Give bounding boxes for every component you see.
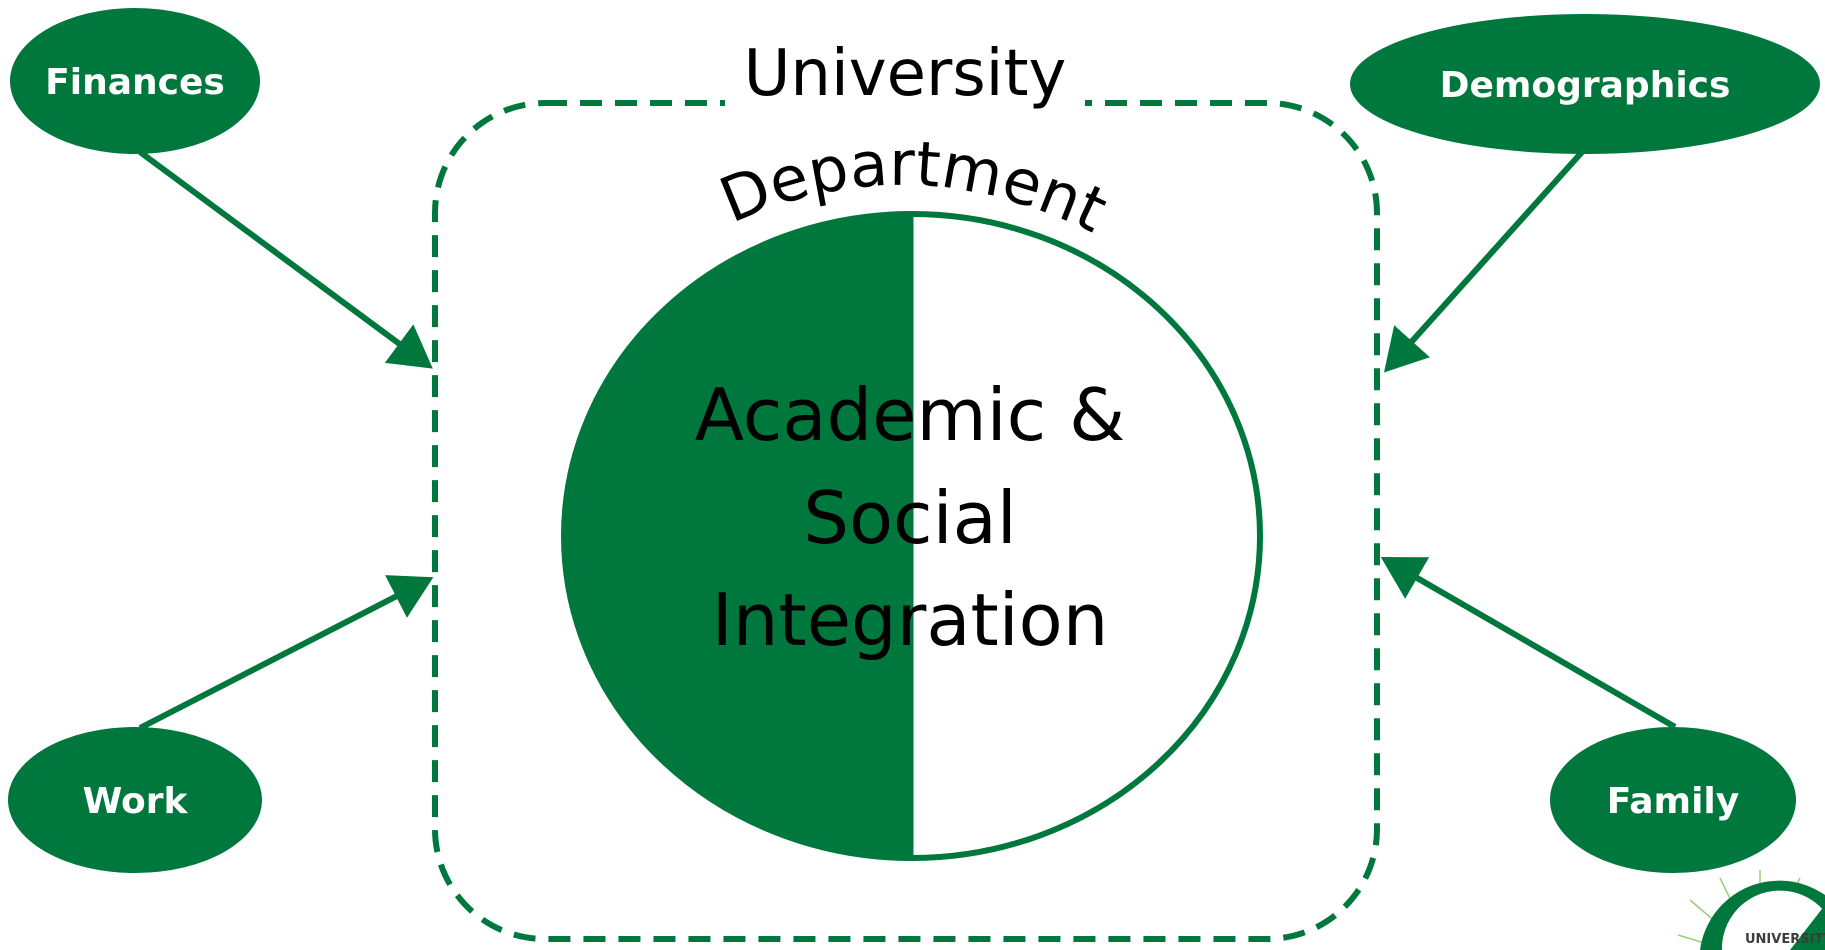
department-circle bbox=[561, 211, 1263, 861]
family-node: Family bbox=[1550, 727, 1796, 873]
work-node: Work bbox=[8, 727, 262, 873]
center-label-line-3: Integration bbox=[712, 578, 1109, 662]
university-label: University bbox=[744, 37, 1067, 111]
finances-node: Finances bbox=[10, 8, 260, 154]
svg-text:Finances: Finances bbox=[45, 62, 225, 103]
svg-text:Demographics: Demographics bbox=[1440, 65, 1731, 106]
svg-text:Work: Work bbox=[83, 781, 189, 822]
center-label-line-2: Social bbox=[803, 476, 1016, 560]
work-arrow bbox=[138, 575, 434, 731]
demographics-arrow bbox=[1383, 149, 1585, 373]
university-sunburst-logo: UNIVERSITY bbox=[1677, 870, 1825, 950]
svg-text:UNIVERSITY: UNIVERSITY bbox=[1745, 932, 1825, 947]
finances-arrow bbox=[138, 149, 433, 369]
university-label-backing bbox=[725, 32, 1085, 112]
svg-text:Family: Family bbox=[1607, 781, 1739, 822]
demographics-node: Demographics bbox=[1350, 14, 1820, 154]
family-arrow bbox=[1380, 556, 1677, 730]
center-label-line-1: Academic & bbox=[695, 373, 1125, 457]
